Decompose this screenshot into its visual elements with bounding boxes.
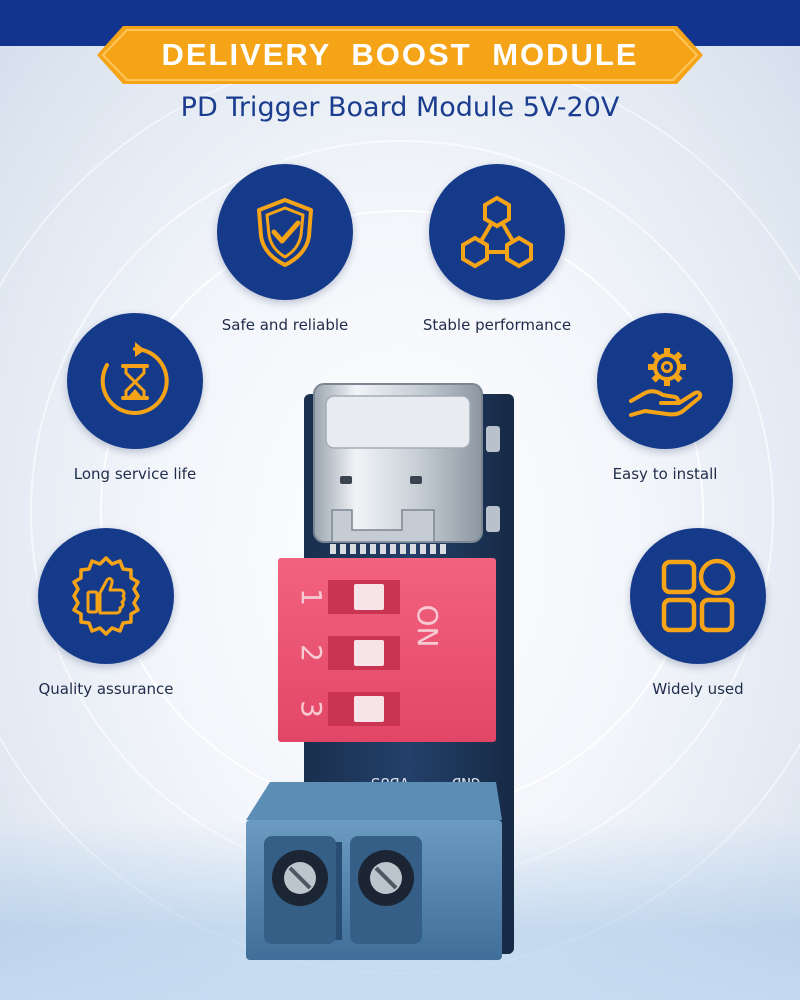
feature-circle [630, 528, 766, 664]
feature-long-service-life: Long service life [40, 313, 230, 483]
dip-toggle [354, 640, 384, 666]
feature-label: Quality assurance [38, 680, 174, 698]
feature-stable-performance: Stable performance [402, 164, 592, 334]
feature-circle [429, 164, 565, 300]
feature-circle [67, 313, 203, 449]
network-nodes-icon [455, 190, 539, 274]
dip-number-1: 1 [295, 588, 328, 606]
dip-toggle [354, 696, 384, 722]
feature-quality-assurance: Quality assurance [11, 528, 201, 698]
grid-shapes-icon [656, 554, 740, 638]
feature-circle [217, 164, 353, 300]
hourglass-timer-icon [93, 339, 177, 423]
dip-toggle [354, 584, 384, 610]
feature-circle [38, 528, 174, 664]
feature-circle [597, 313, 733, 449]
banner-title: DELIVERY BOOST MODULE [161, 37, 639, 72]
dip-on-label: ON [411, 605, 444, 648]
feature-label: Stable performance [422, 316, 572, 334]
feature-safe-reliable: Safe and reliable [190, 164, 380, 334]
feature-label: Widely used [652, 680, 744, 698]
dip-number-3: 3 [295, 700, 328, 718]
feature-widely-used: Widely used [603, 528, 793, 698]
dip-number-2: 2 [295, 644, 328, 662]
title-banner [97, 26, 703, 84]
gear-hand-icon [623, 339, 707, 423]
terminal-block-top [246, 782, 502, 820]
thumbs-up-badge-icon [62, 552, 150, 640]
pd-trigger-board: 1 2 3 ON VBUS GND [246, 383, 514, 960]
feature-easy-to-install: Easy to install [570, 313, 760, 483]
feature-label: Easy to install [612, 465, 718, 483]
feature-label: Long service life [73, 465, 197, 483]
subtitle: PD Trigger Board Module 5V-20V [180, 92, 620, 123]
feature-label: Safe and reliable [221, 316, 349, 334]
shield-check-icon [245, 192, 325, 272]
